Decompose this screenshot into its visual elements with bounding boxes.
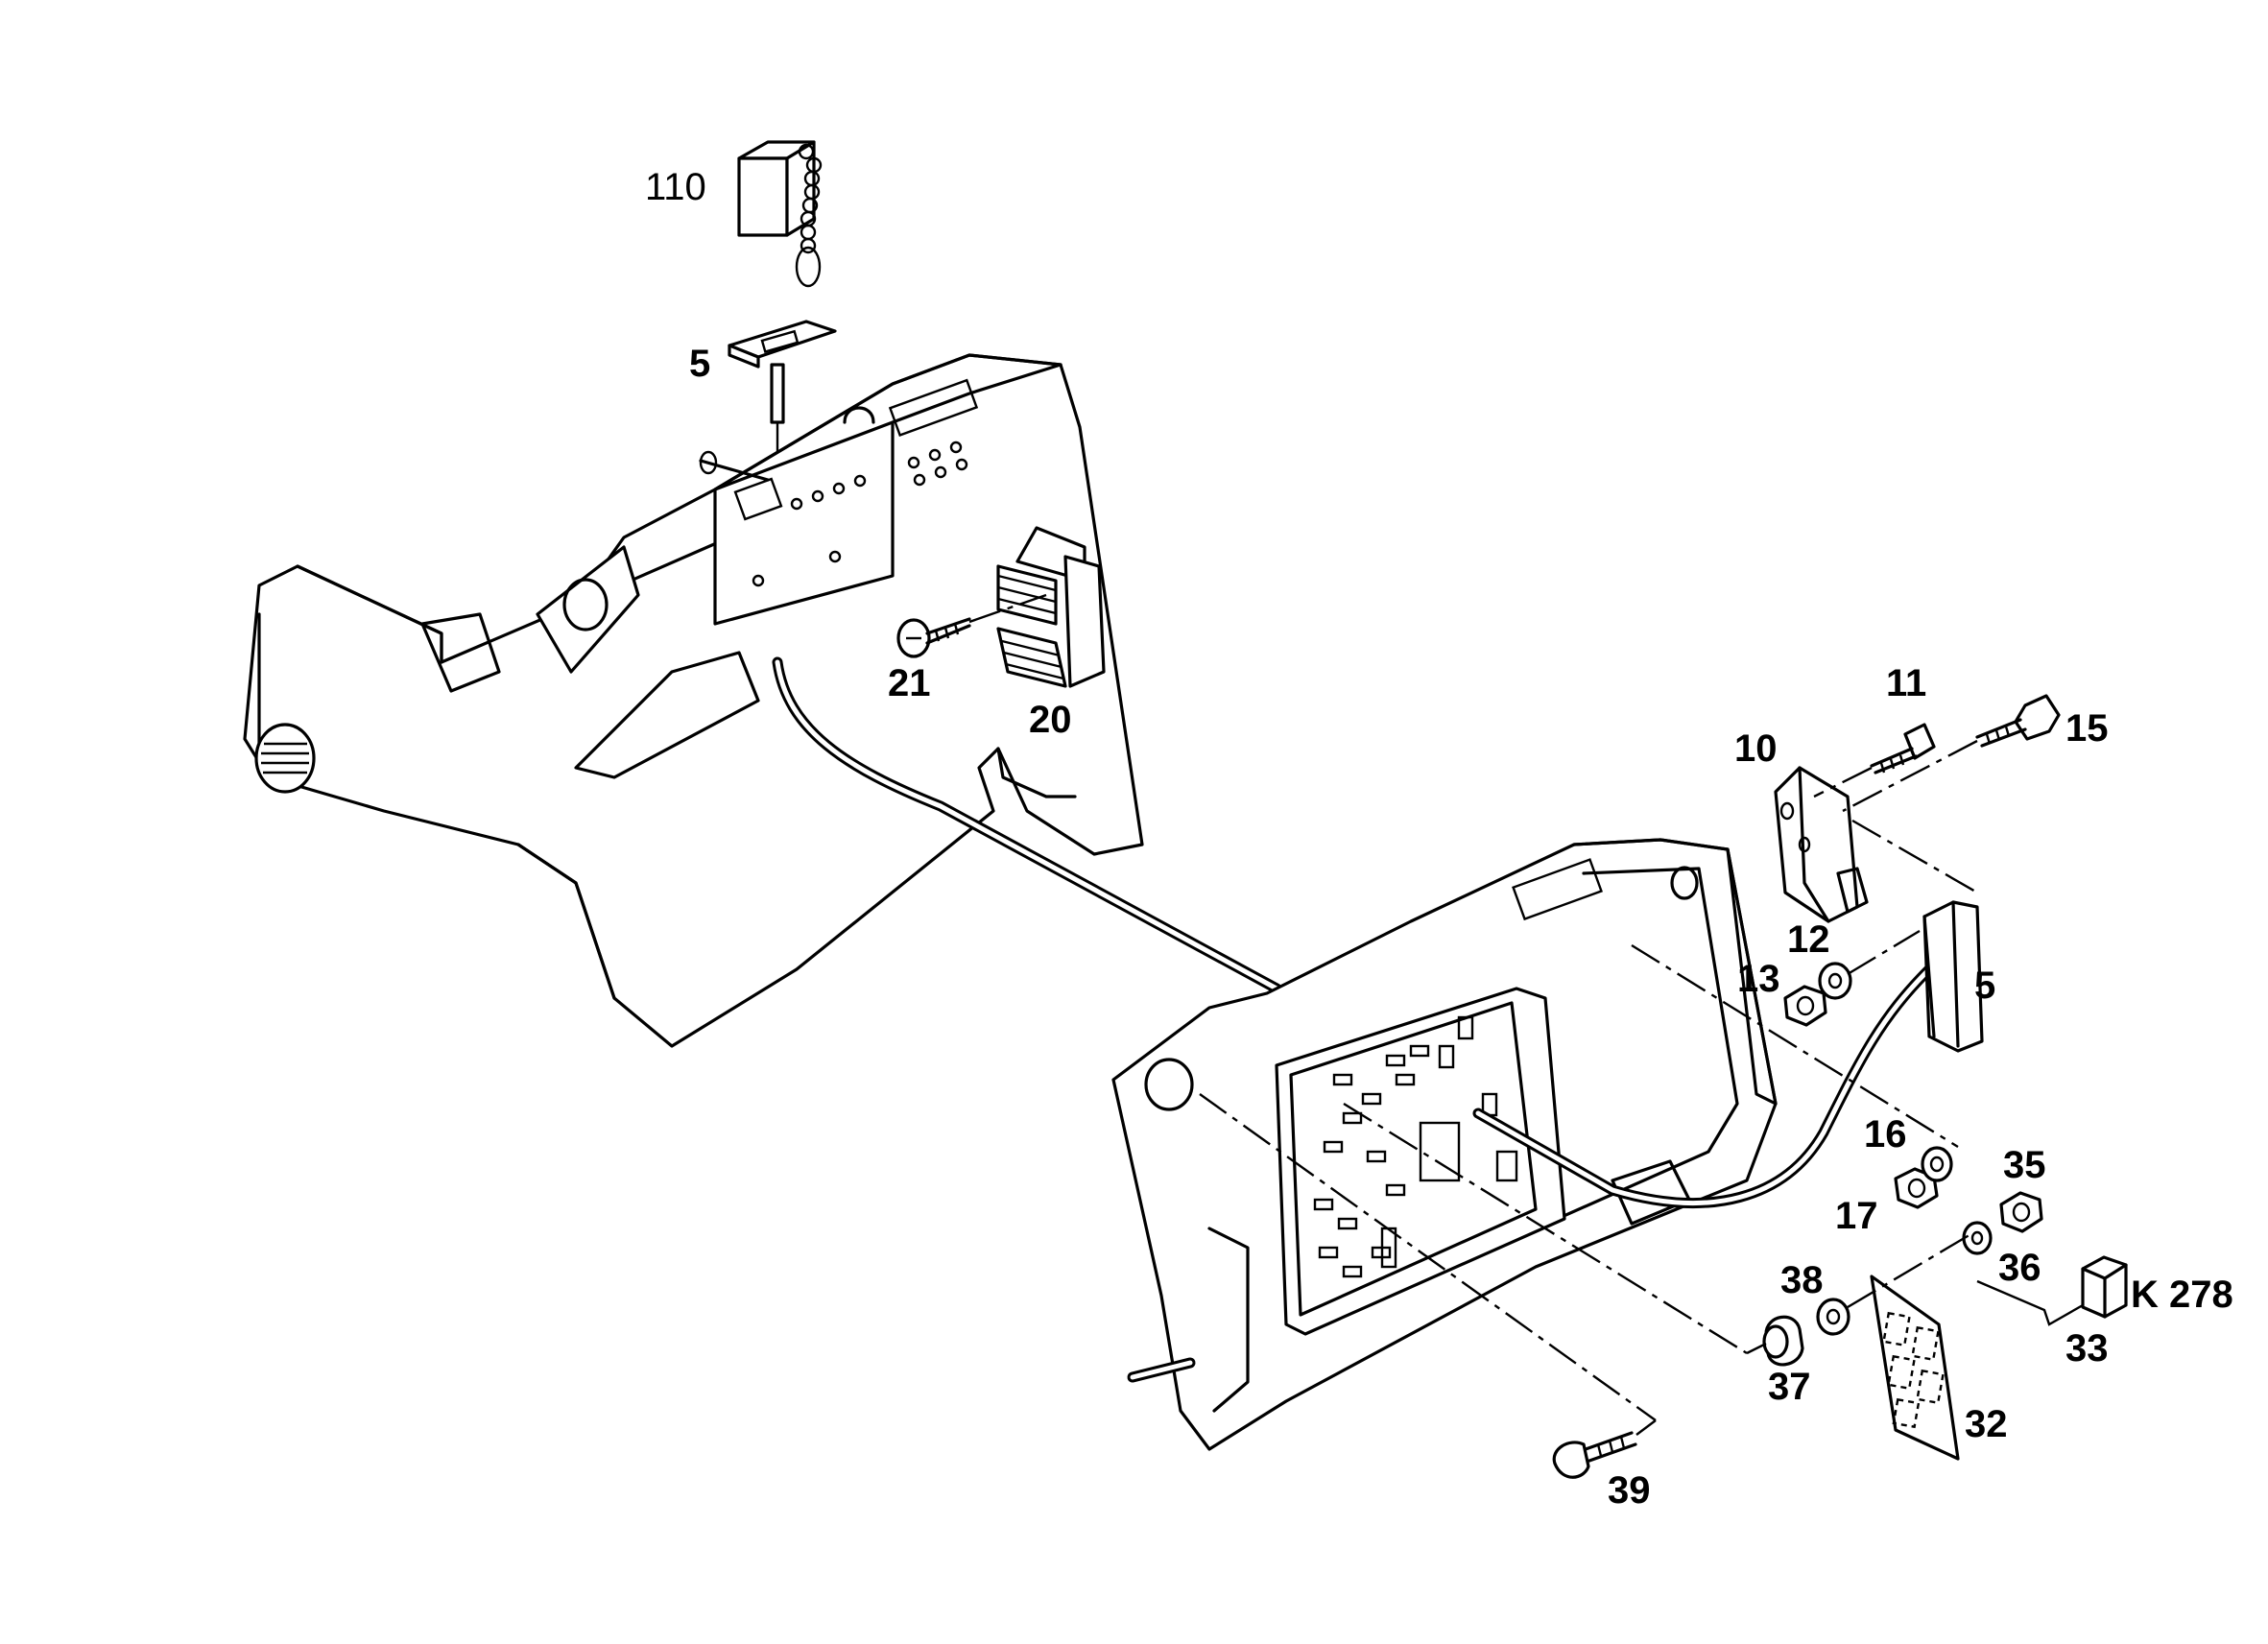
callout-13: 13 [1737,958,1780,1000]
callout-11: 11 [1886,662,1926,704]
washer-part-38 [1816,1231,1973,1336]
callout-k278: K 278 [2131,1274,2233,1316]
callout-39: 39 [1608,1469,1651,1512]
screw-part-39 [1552,1419,1657,1479]
key-tag-part-110 [737,140,823,288]
callout-10: 10 [1734,727,1778,770]
callout-17: 17 [1835,1195,1878,1237]
connecting-cable [772,656,1282,994]
callout-labels: 110 5 21 20 11 15 10 12 13 5 16 35 17 36… [645,166,2233,1512]
nut-part-13 [1783,985,1827,1027]
callout-21: 21 [888,662,931,704]
callout-12: 12 [1787,918,1830,961]
internal-harness-cable [1472,964,1935,1208]
nut-part-17 [1894,1167,1939,1209]
callout-110: 110 [645,166,706,208]
callout-35: 35 [2003,1144,2046,1186]
callout-16: 16 [1864,1113,1907,1156]
circuit-card-part-32 [1870,1275,1960,1461]
callout-32: 32 [1965,1403,2008,1445]
nut-part-35 [1999,1191,2043,1233]
washer-part-36 [1962,1221,1993,1255]
callout-20: 20 [1029,699,1072,741]
spacer-part-37 [1762,1315,1804,1367]
lower-control-box-housing [1111,838,1778,1451]
screw-part-11 [1813,723,1936,798]
callout-33: 33 [2065,1327,2109,1370]
screw-part-21 [896,593,1047,658]
callout-5-top: 5 [689,343,710,385]
callout-15: 15 [2065,707,2109,750]
bracket-part-10 [1774,766,1869,923]
relay-block-part-20 [996,526,1106,688]
callout-36: 36 [1998,1247,2041,1289]
washer-part-16 [1921,1146,1953,1182]
connector-part-33 [1976,1255,2128,1326]
bolt-part-15 [1842,694,2061,813]
callout-38: 38 [1780,1259,1824,1301]
callout-5-right: 5 [1974,965,1995,1007]
plate-part-5-right [1851,819,1984,1053]
upper-dashboard-housing [243,353,1144,1048]
callout-37: 37 [1768,1366,1811,1408]
washer-part-12 [1631,929,1959,1149]
assembly-leader-lines [1199,1093,1767,1421]
